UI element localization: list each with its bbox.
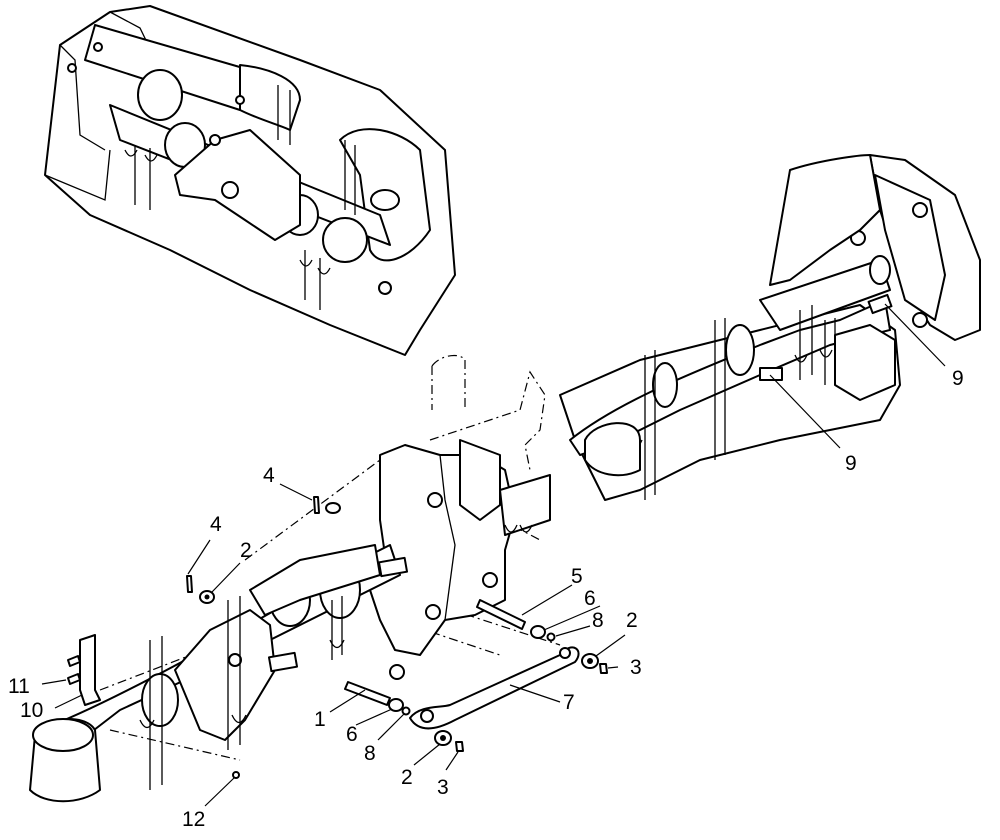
callout-1: 1: [314, 708, 326, 731]
callout-4-upper: 4: [263, 464, 275, 487]
callout-6-lower: 6: [346, 723, 358, 746]
washer-item-6-lower: [388, 698, 404, 712]
callout-7: 7: [563, 691, 575, 714]
bushing-item-8-lower: [401, 706, 411, 716]
callout-9-upper: 9: [952, 367, 964, 390]
right-assembly-view: [559, 154, 981, 501]
callout-12: 12: [182, 808, 205, 831]
pin-item-1: [344, 681, 391, 706]
screw-item-12: [232, 771, 240, 779]
screw-item-11-b: [67, 673, 81, 685]
top-left-assembly-view: [44, 5, 456, 356]
callout-2-right: 2: [626, 609, 638, 632]
callouts: 4 4 2 5 6 8 2 3 7 1 6 8 2 3 11 10 12 9 9: [8, 367, 964, 831]
callout-8-right: 8: [592, 609, 604, 632]
callout-2-lower: 2: [401, 766, 413, 789]
callout-11: 11: [8, 675, 30, 698]
screw-item-11-a: [67, 655, 81, 667]
callout-8-lower: 8: [364, 742, 376, 765]
callout-5: 5: [571, 565, 583, 588]
hardware-parts: [67, 496, 608, 779]
washer-upper: [325, 502, 341, 514]
leader-lines: [41, 303, 946, 807]
callout-2-upper-left: 2: [240, 539, 252, 562]
l-bracket: [79, 634, 101, 706]
pin-item-4-lower: [186, 575, 193, 593]
callout-4-lower: 4: [210, 513, 222, 536]
callout-3-lower: 3: [437, 776, 449, 799]
callout-6-right: 6: [584, 587, 596, 610]
pin-item-4-upper: [313, 496, 320, 514]
callout-9-lower: 9: [845, 452, 857, 475]
bolt-item-5: [476, 599, 526, 630]
bushing-item-8-right: [546, 632, 556, 642]
bolt-item-3-right: [599, 663, 608, 674]
exploded-view: [29, 354, 561, 803]
washer-item-6-right: [530, 625, 546, 639]
bolt-item-3-lower: [455, 741, 464, 752]
callout-10: 10: [20, 699, 43, 722]
link-item-7: [409, 646, 580, 730]
callout-3-right: 3: [630, 656, 642, 679]
